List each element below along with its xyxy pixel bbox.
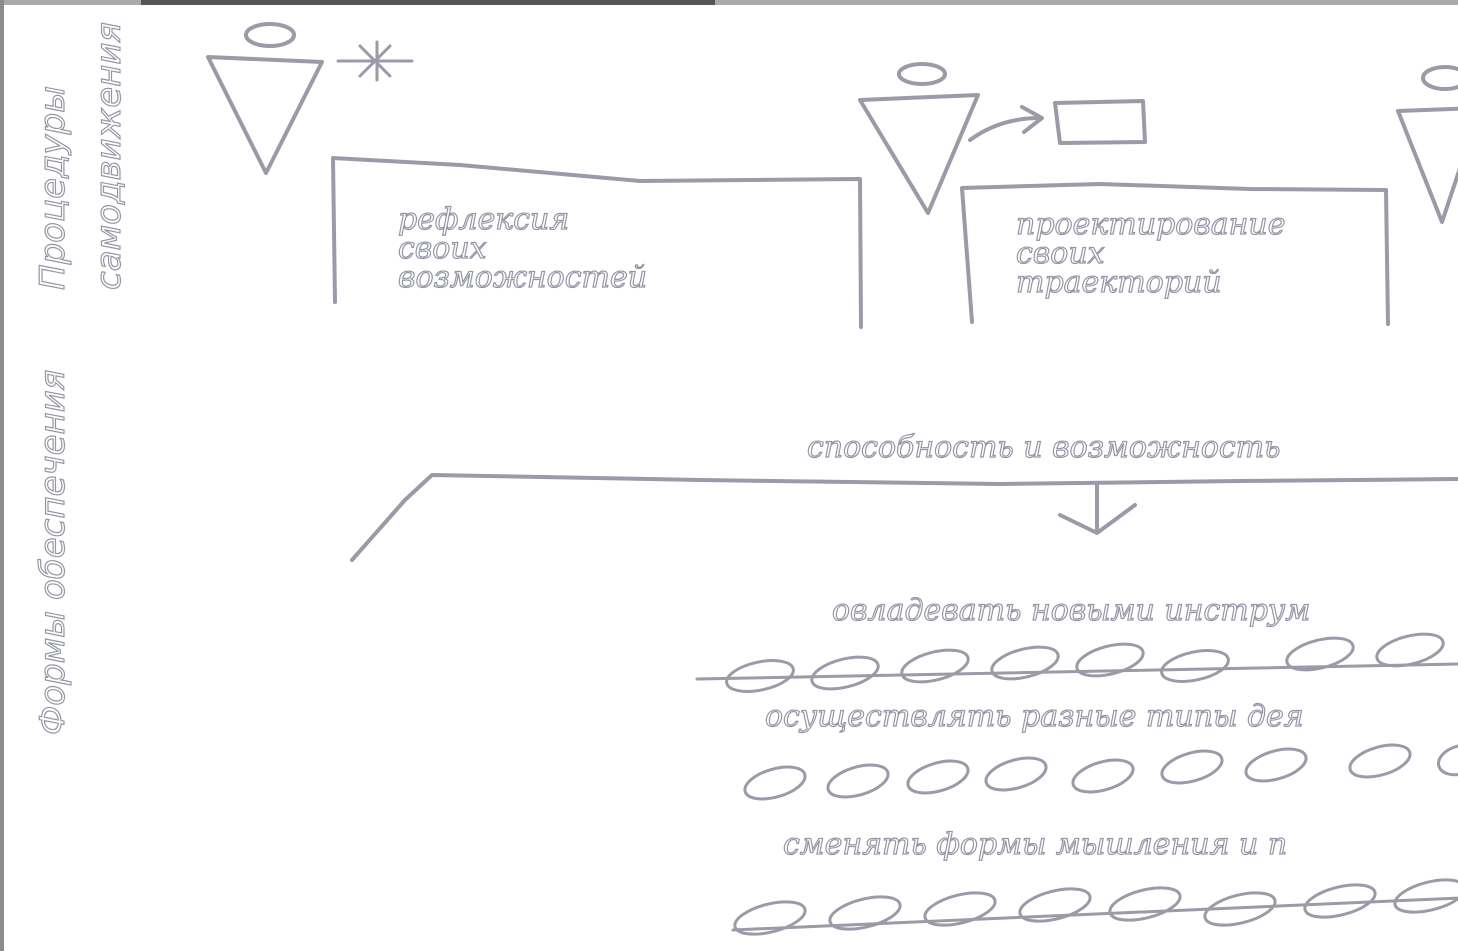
chain-1-label: овладевать новыми инструм <box>832 593 1310 628</box>
person-figure-icon <box>208 24 322 173</box>
person-figure-icon <box>1398 67 1458 222</box>
chain-icon <box>732 874 1458 941</box>
bracket-line <box>352 475 1458 560</box>
side-label-procedures-line2: самодвижения <box>89 22 129 290</box>
box-reflection: рефлексия своих возможностей <box>333 158 861 327</box>
chain-2-label: осуществлять разные типы дея <box>765 699 1304 734</box>
arrow-icon <box>970 107 1042 140</box>
down-arrow-icon <box>1060 483 1135 533</box>
chain-icon <box>697 628 1458 697</box>
rectangle-icon <box>1055 101 1145 143</box>
box-projecting: проектирование своих траекторий <box>962 184 1388 324</box>
side-label-procedures: Процедуры самодвижения <box>33 22 129 290</box>
side-label-forms: Формы обеспечения <box>33 370 73 735</box>
box-projecting-line3: траекторий <box>1016 265 1222 300</box>
chain-icon <box>741 739 1458 805</box>
heading-ability: способность и возможность <box>807 430 1280 465</box>
asterisk-icon <box>338 42 412 80</box>
box-reflection-line3: возможностей <box>398 260 647 295</box>
side-label-procedures-line1: Процедуры <box>33 86 73 290</box>
chain-3-label: сменять формы мышления и п <box>783 827 1287 862</box>
